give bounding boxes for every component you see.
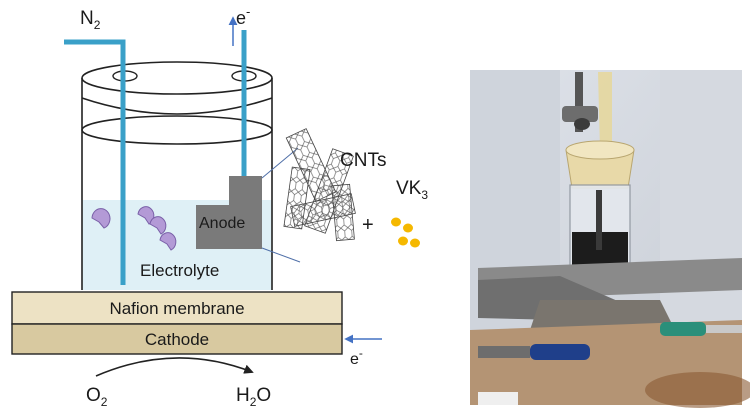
o2-label: O2: [86, 385, 108, 409]
liquid-level-ellipse: [81, 115, 273, 145]
vk3-label: VK3: [396, 178, 428, 202]
cylinder-cap-bottom: [81, 97, 273, 115]
reaction-arrow: [95, 357, 254, 377]
electron-side-label: e-: [350, 346, 363, 368]
cathode-layer: [11, 323, 343, 355]
anode-block: [196, 205, 262, 249]
electron-top-label: e-: [236, 4, 250, 28]
zoom-line-bottom: [261, 247, 301, 263]
zoom-line-top: [261, 147, 299, 179]
cylinder-cap-top: [81, 61, 273, 95]
h2o-label: H2O: [236, 385, 271, 409]
microbe: [91, 208, 111, 229]
blue-clip: [530, 344, 590, 360]
tubing: [598, 72, 612, 150]
nafion-membrane: [11, 291, 343, 325]
cathode-label: Cathode: [145, 330, 209, 349]
vk3-dot: [398, 236, 408, 246]
reactor-schematic: N2 e- Anode Electrolyte CNTs + VK3: [11, 4, 428, 409]
vk3-particles: [391, 217, 420, 248]
cnts-label: CNTs: [340, 150, 386, 171]
vk3-dot: [391, 217, 401, 227]
n2-label: N2: [80, 8, 101, 32]
green-clip: [660, 322, 706, 336]
nafion-label: Nafion membrane: [109, 299, 244, 318]
reactor-photo: [470, 70, 750, 408]
microbes: [91, 206, 177, 251]
n2-inlet-tube: [64, 39, 126, 285]
clamp-rod: [575, 72, 583, 132]
vk3-dot: [410, 238, 420, 248]
microbe: [159, 232, 177, 251]
anode-label: Anode: [199, 215, 245, 232]
microbe: [137, 206, 155, 225]
electrolyte-label: Electrolyte: [140, 261, 219, 280]
cnt-illustration: [283, 128, 356, 242]
microbe: [149, 216, 167, 235]
plus-sign: +: [362, 214, 374, 236]
vk3-dot: [403, 223, 413, 233]
